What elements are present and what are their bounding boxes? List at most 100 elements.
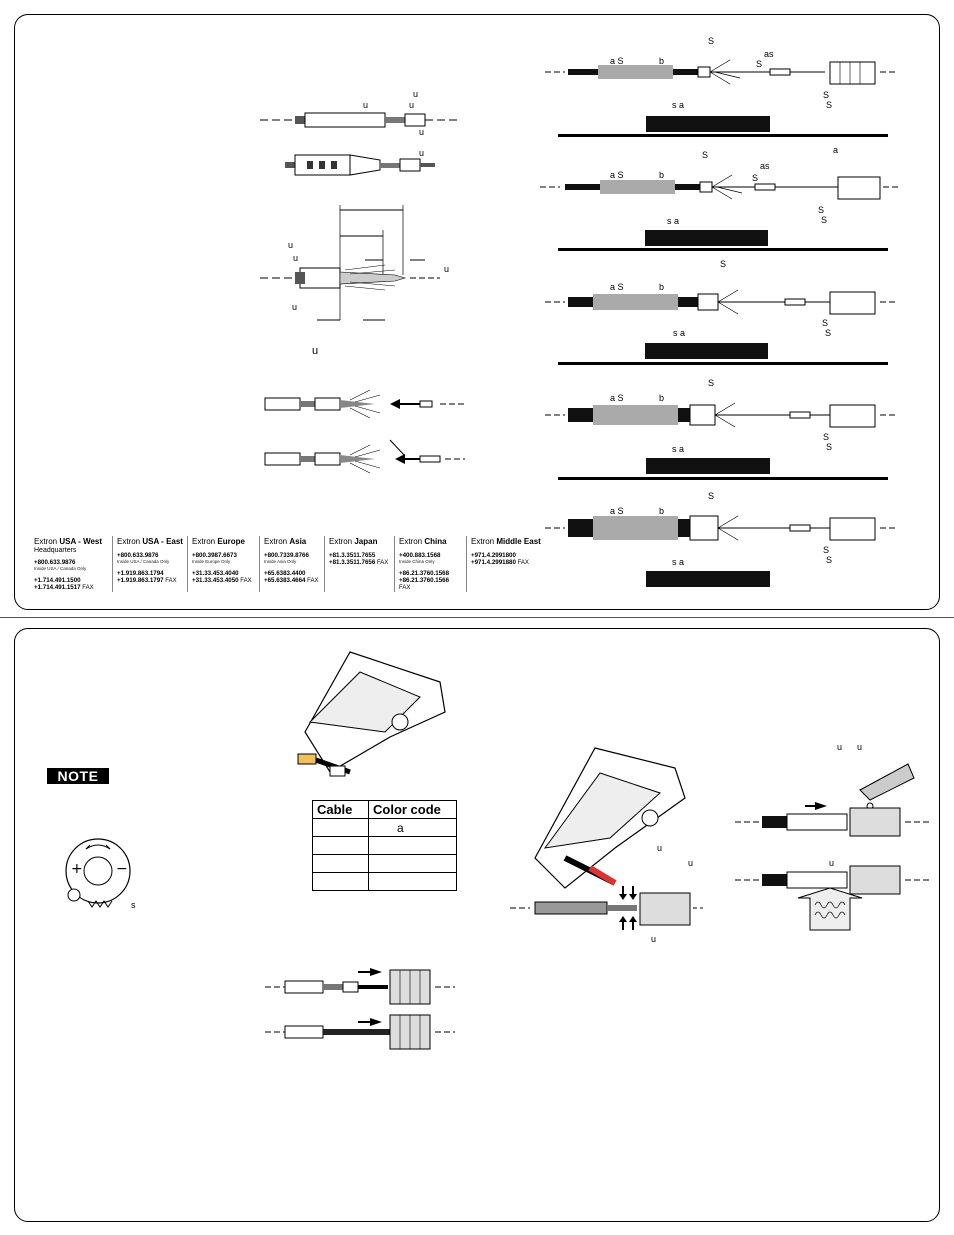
- contact-phone: +81.3.3511.7656: [329, 559, 376, 566]
- cd3-s-top: S: [720, 259, 727, 269]
- page-fold-divider: [0, 617, 954, 618]
- cd3-divider: [558, 362, 888, 365]
- crimp-tool-middle-illustration: [510, 747, 703, 930]
- contact-phone: +86.21.3760.1568: [399, 570, 450, 577]
- bottom-panel: [14, 628, 940, 1222]
- contact-brand: Extron: [399, 537, 423, 546]
- contact-phone: +1.714.491.1517: [34, 584, 81, 591]
- cd5-b: b: [659, 506, 665, 516]
- note-badge: NOTE: [47, 768, 109, 784]
- cable-diagram-2: [540, 174, 898, 200]
- cd3-s-a: s a: [673, 328, 686, 338]
- svg-text:−: −: [116, 861, 128, 877]
- contact-brand: Extron: [471, 537, 495, 546]
- contact-brand: Extron: [117, 537, 141, 546]
- cd5-s-right2: S: [826, 555, 833, 565]
- cd1-a-s: a S: [610, 56, 624, 66]
- contact-phone: +1.714.491.1500: [34, 577, 81, 584]
- contact-brand: Extron: [264, 537, 288, 546]
- contact-note: Inside Asia Only: [264, 559, 297, 564]
- contact-region: Japan: [354, 537, 378, 546]
- contact-china: Extron China +400.883.1568 Inside China …: [394, 536, 466, 592]
- fax-label: FAX: [165, 578, 177, 584]
- right-label-u2: u: [857, 742, 863, 752]
- cd4-divider: [558, 477, 888, 480]
- cd1-s-right2: S: [826, 100, 833, 110]
- contact-region: USA - East: [142, 537, 183, 546]
- table-row: [312, 836, 457, 855]
- label-u9: u: [292, 302, 298, 312]
- contact-usa-east: Extron USA - East +800.633.9876 Inside U…: [112, 536, 187, 592]
- label-u7: u: [293, 253, 299, 263]
- label-u2: u: [363, 100, 369, 110]
- contact-brand: Extron: [329, 537, 353, 546]
- table-cell: [312, 818, 369, 837]
- cable-diagram-1: [545, 59, 898, 85]
- fax-label: FAX: [307, 578, 319, 584]
- label-u5: u: [419, 148, 425, 158]
- cd1-divider: [558, 134, 888, 137]
- contact-phone: +800.633.9876: [34, 559, 76, 566]
- contact-phone: +86.21.3760.1566: [399, 577, 450, 584]
- cd1-s-top: S: [708, 36, 715, 46]
- col-header-cable: Cable: [312, 800, 369, 819]
- contact-phone: +65.6383.4400: [264, 570, 306, 577]
- contact-phone: +1.919.863.1797: [117, 577, 164, 584]
- cd3-s-right1: S: [822, 318, 829, 328]
- contact-phone: +65.6383.4664: [264, 577, 306, 584]
- cd1-s-mid: S: [756, 59, 763, 69]
- cd2-title-box: [645, 230, 768, 246]
- contact-brand: Extron: [192, 537, 216, 546]
- contact-phone: +971.4.2991880: [471, 559, 516, 566]
- label-u3: u: [409, 100, 415, 110]
- contact-phone: +971.4.2991800: [471, 552, 516, 559]
- crimp-label-u1: u: [657, 843, 663, 853]
- cd4-b: b: [659, 393, 665, 403]
- contact-asia: Extron Asia +800.7339.8766 Inside Asia O…: [259, 536, 324, 592]
- cd2-as: as: [760, 161, 770, 171]
- svg-text:+: +: [71, 861, 83, 877]
- contact-note: Inside Europe Only: [192, 559, 231, 564]
- contact-phone: +81.3.3511.7655: [329, 552, 376, 559]
- cd5-title-box: [646, 571, 770, 587]
- cd3-s-right2: S: [825, 328, 832, 338]
- cd2-s-mid: S: [752, 173, 759, 183]
- contact-europe: Extron Europe +800.3987.6673 Inside Euro…: [187, 536, 259, 592]
- table-cell: [368, 836, 457, 855]
- cd2-a-s: a S: [610, 170, 624, 180]
- label-u1: u: [413, 89, 419, 99]
- dial-label: s: [131, 900, 136, 910]
- col-header-color-code: Color code: [368, 800, 457, 819]
- color-code-table: Cable Color code a: [312, 800, 457, 891]
- cd1-as: as: [764, 49, 774, 59]
- cd4-s-right2: S: [826, 442, 833, 452]
- contact-region: Asia: [289, 537, 307, 546]
- contact-region: Middle East: [496, 537, 541, 546]
- cd4-title-box: [646, 458, 770, 474]
- cd5-s-right1: S: [823, 545, 830, 555]
- label-u8: u: [444, 264, 450, 274]
- cd2-s-top: S: [702, 150, 709, 160]
- contact-phone: +800.633.9876: [117, 552, 159, 559]
- cd4-s-right1: S: [823, 432, 830, 442]
- cd1-title-box: [646, 116, 770, 132]
- contact-usa-west: Extron USA - West Headquarters +800.633.…: [34, 536, 112, 592]
- cd4-a-s: a S: [610, 393, 624, 403]
- right-label-u1: u: [837, 742, 843, 752]
- table-header-row: Cable Color code: [312, 800, 457, 819]
- table-row: a: [312, 818, 457, 837]
- contact-phone: +400.883.1568: [399, 552, 441, 559]
- contact-note: Inside China Only: [399, 559, 435, 564]
- contact-phone: +800.3987.6673: [192, 552, 237, 559]
- cd2-s-a: s a: [667, 216, 680, 226]
- cable-strip-diagram: [260, 112, 465, 474]
- label-u10: u: [312, 345, 319, 357]
- fax-label: FAX: [376, 560, 389, 566]
- cd1-b: b: [659, 56, 665, 66]
- label-u4: u: [419, 127, 425, 137]
- table-cell: [368, 872, 457, 891]
- table-row: [312, 872, 457, 891]
- contact-footer: Extron USA - West Headquarters +800.633.…: [34, 536, 546, 592]
- cd2-a-right: a: [833, 145, 839, 155]
- cd2-b: b: [659, 170, 665, 180]
